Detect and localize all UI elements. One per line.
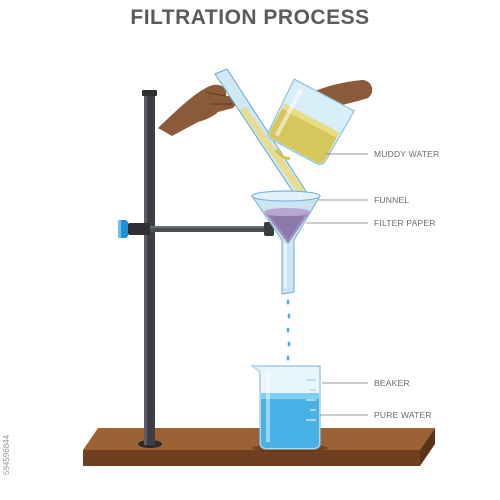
diagram-title: FILTRATION PROCESS [130, 6, 370, 29]
stock-image-id: 594596844 [2, 434, 11, 475]
pouring-beaker [267, 78, 356, 166]
label-funnel: FUNNEL [374, 195, 410, 205]
leader-lines [306, 153, 368, 416]
label-beaker: BEAKER [374, 378, 410, 388]
collecting-beaker [250, 365, 328, 452]
wooden-base [83, 428, 435, 466]
clamp-knob [118, 220, 128, 238]
label-muddy-water: MUDDY WATER [374, 149, 440, 159]
stand-rod [138, 90, 162, 448]
label-pure-water: PURE WATER [374, 410, 432, 420]
funnel [250, 190, 322, 295]
filter-paper [264, 208, 310, 244]
left-hand [158, 84, 237, 136]
clamp [128, 222, 274, 236]
label-filter-paper: FILTER PAPER [374, 218, 436, 228]
falling-drops [286, 299, 291, 361]
